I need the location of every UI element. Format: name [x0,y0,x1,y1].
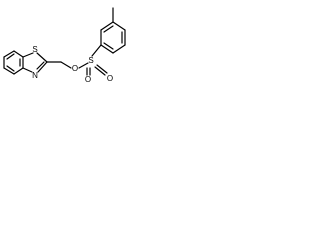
benzene-double-bond-1 [6,53,15,60]
s-aryl-bond [91,44,102,57]
benzene-bond-2 [13,50,24,58]
ester-oxygen-label: O [72,64,78,73]
chemical-structure-diagram: S N O S O O [0,0,140,107]
sulfonyl-oxygen-right-label: O [107,74,113,83]
c-o-bond [60,61,72,69]
o-s-bond [78,62,89,69]
benzene-double-bond-3 [6,65,15,72]
thiazole-double-bond-c-n [36,61,45,70]
background [0,0,140,107]
benzene-bond-4 [13,67,24,75]
ring-nitrogen-label: N [32,71,38,80]
toluene-bond-6 [100,44,114,54]
sulfonyl-oxygen-left-label: O [85,75,91,84]
toluene-bond-5 [112,44,126,54]
toluene-ring [100,7,126,54]
atom-labels: S N O S O O [32,45,113,84]
s-o-right-bond-a [94,66,106,76]
sulfonyl-group [86,44,108,76]
toluene-bond-2 [100,21,114,31]
benzothiazole-ring [3,50,48,75]
thiazole-bond-c-n [37,61,48,73]
toluene-double-bond-3 [103,42,114,50]
toluene-bond-3 [112,21,126,31]
s-o-right-bond-b [96,64,108,74]
toluene-double-bond-1 [103,25,114,33]
benzene-bond-1 [3,50,15,58]
thiazole-bond-c-s [22,52,34,58]
ring-sulfur-label: S [32,45,37,54]
sulfonyl-sulfur-label: S [88,56,93,65]
linker-bonds [46,61,89,69]
thiazole-bond-n-c [22,67,33,73]
thiazole-bond-s-c [36,52,48,63]
benzene-bond-5 [3,67,15,75]
